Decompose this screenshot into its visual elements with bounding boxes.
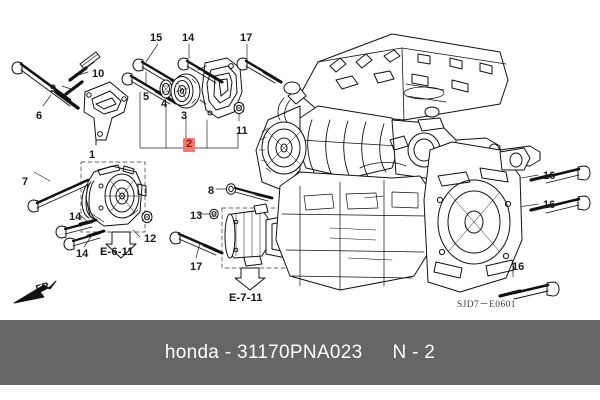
section-ref-e-7-11: E-7-11 [229, 292, 263, 304]
callout-7: 7 [22, 176, 29, 188]
callout-11: 11 [236, 125, 248, 137]
callout-2-highlighted: 2 [183, 138, 196, 152]
section-ref-e-6-11: E-6-11 [100, 246, 134, 258]
footer-bar: honda - 31170PNA023 N - 2 [0, 320, 600, 385]
callout-6: 6 [36, 110, 43, 122]
footer-page-code: N - 2 [392, 341, 436, 363]
callout-13: 13 [190, 210, 203, 222]
callout-16-upper: 16 [543, 170, 556, 182]
drawing-id: SJD7－E0601 [457, 300, 516, 310]
footer-part-number: honda - 31170PNA023 [164, 341, 363, 363]
parts-line-drawing [11, 33, 591, 304]
callout-16-lower: 16 [512, 261, 525, 273]
callout-12: 12 [144, 233, 157, 245]
callout-4: 4 [161, 98, 168, 110]
callout-17-bottom: 17 [190, 261, 203, 273]
callout-3: 3 [181, 110, 188, 122]
below-footer-area [0, 385, 600, 400]
diagram-svg [11, 33, 591, 304]
callout-14-left-b: 14 [76, 248, 89, 260]
callout-8: 8 [208, 185, 215, 197]
callout-15-top: 15 [150, 32, 163, 44]
callout-10: 10 [92, 68, 105, 80]
callout-9: 9 [50, 83, 57, 95]
callout-5: 5 [143, 91, 150, 103]
callout-14-left-a: 14 [69, 211, 82, 223]
callout-14-top: 14 [182, 32, 195, 44]
callout-16-middle: 16 [543, 199, 556, 211]
callout-1: 1 [89, 149, 96, 161]
callout-17-top: 17 [240, 32, 253, 44]
